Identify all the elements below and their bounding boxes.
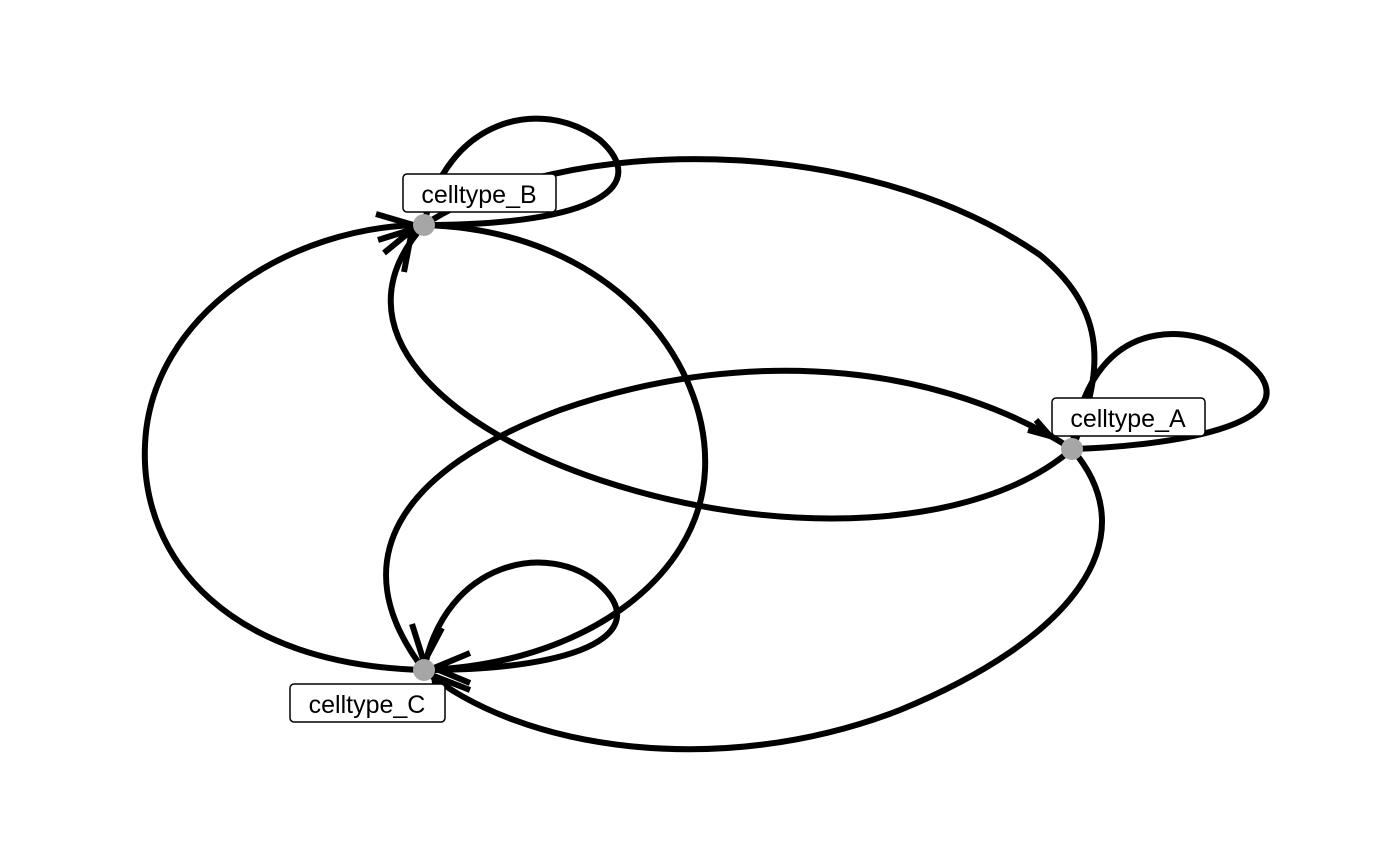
node-label-text-C: celltype_C <box>309 691 426 719</box>
edges-layer <box>141 115 1270 753</box>
node-dot-C[interactable] <box>413 659 435 681</box>
edge-A-C <box>421 446 1105 753</box>
labels-layer: celltype_A celltype_B celltype_C <box>289 173 1206 723</box>
node-label-A[interactable]: celltype_A <box>1051 397 1206 437</box>
edge-C-A <box>383 367 1075 673</box>
node-dot-A[interactable] <box>1061 438 1083 460</box>
edge-A-A <box>1069 331 1270 452</box>
arrowhead-into-B-lower <box>382 222 417 273</box>
edge-B-C <box>421 222 709 673</box>
node-dot-B[interactable] <box>413 214 435 236</box>
node-label-text-A: celltype_A <box>1070 405 1186 433</box>
node-label-text-B: celltype_B <box>421 181 536 209</box>
node-label-C[interactable]: celltype_C <box>289 683 446 723</box>
edge-A-B <box>387 222 1075 522</box>
edge-B-B <box>421 115 622 228</box>
arrowhead-into-A <box>1027 418 1059 442</box>
edge-C-B <box>141 222 427 673</box>
edge-C-C <box>421 559 621 673</box>
node-label-B[interactable]: celltype_B <box>402 173 557 213</box>
edge-B-A <box>421 156 1098 452</box>
nodes-layer <box>413 214 1083 681</box>
arrowheads-layer <box>375 211 1059 704</box>
